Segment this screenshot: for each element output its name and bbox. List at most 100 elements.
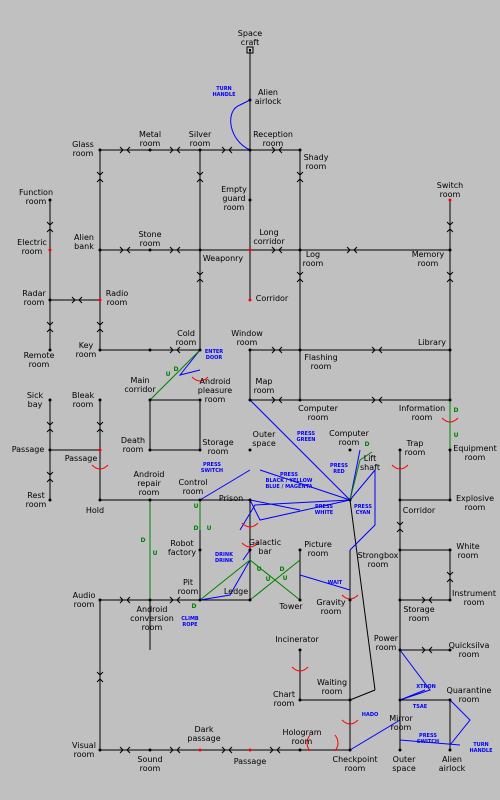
wait-action: WAIT: [328, 580, 343, 586]
corridor-right-label: Corridor: [403, 506, 436, 515]
tsae-action: TSAE: [413, 704, 428, 710]
weaponry-label: Weaponry: [203, 254, 244, 263]
hold-label: Hold: [86, 506, 104, 515]
passage-bottom-label: Passage: [234, 757, 267, 766]
direction-d: D: [454, 407, 459, 414]
tower-label: Tower: [278, 602, 303, 611]
direction-u: U: [153, 550, 158, 557]
direction-d: D: [174, 366, 179, 373]
direction-u: U: [257, 566, 262, 573]
direction-u: U: [194, 503, 199, 510]
direction-u: U: [283, 575, 288, 582]
direction-d: D: [280, 566, 285, 573]
passage-mid-label: Passage: [65, 454, 98, 463]
direction-paths: [149, 349, 451, 601]
direction-u: U: [166, 371, 171, 378]
corridor-marks: [46, 146, 454, 754]
direction-d: D: [141, 537, 146, 544]
corridor-top-label: Corridor: [256, 294, 289, 303]
direction-d: D: [365, 441, 370, 448]
direction-u: U: [454, 432, 459, 439]
direction-u: U: [207, 525, 212, 532]
direction-u: U: [266, 576, 271, 583]
direction-d: D: [194, 525, 199, 532]
room-nodes: [48, 46, 452, 752]
hado-action: HADO: [362, 712, 378, 718]
library-label: Library: [418, 338, 446, 347]
xtron-action: XTRON: [416, 684, 436, 690]
passage-left-label: Passage: [12, 445, 45, 454]
direction-d: D: [192, 603, 197, 610]
incinerator-label: Incinerator: [275, 635, 319, 644]
ledge-label: Ledge: [224, 587, 248, 596]
